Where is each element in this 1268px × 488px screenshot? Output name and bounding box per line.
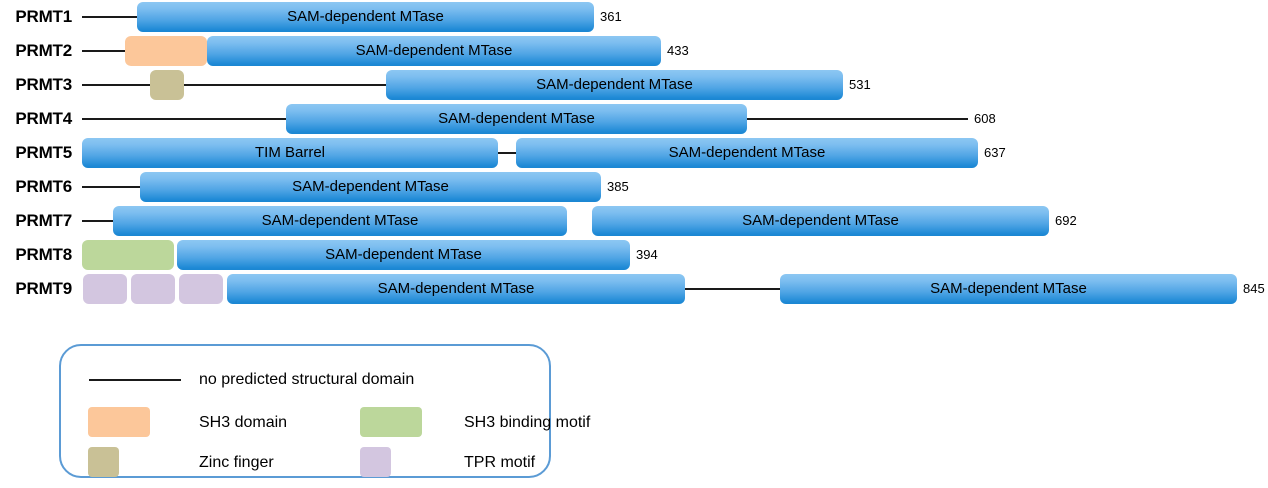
domain-block-label: SAM-dependent MTase — [668, 144, 826, 161]
legend-swatch-sh3-domain — [88, 407, 150, 437]
domain-block-tpr-motif — [83, 274, 127, 304]
backbone-line — [82, 50, 127, 52]
domain-block-label: SAM-dependent MTase — [536, 76, 693, 93]
domain-block-sam-dependent-mtase: SAM-dependent MTase — [227, 274, 685, 304]
protein-length-label: 608 — [974, 111, 996, 126]
legend-label-sh3-binding-motif: SH3 binding motif — [464, 414, 591, 431]
domain-block-label: TIM Barrel — [254, 144, 325, 161]
protein-name-label: PRMT2 — [15, 41, 72, 60]
backbone-line — [82, 186, 142, 188]
legend-label-zinc-finger: Zinc finger — [199, 454, 274, 471]
domain-block-sh3-binding-motif — [82, 240, 174, 270]
protein-name-label: PRMT4 — [15, 109, 72, 128]
protein-row-prmt2: PRMT2 SAM-dependent MTase 433 — [0, 34, 1268, 68]
backbone-line — [683, 288, 782, 290]
legend-box: no predicted structural domain SH3 domai… — [59, 344, 590, 478]
protein-row-prmt4: PRMT4 SAM-dependent MTase 608 — [0, 102, 1268, 136]
protein-length-label: 433 — [667, 43, 689, 58]
protein-row-prmt6: PRMT6 SAM-dependent MTase 385 — [0, 170, 1268, 204]
protein-row-prmt5: PRMT5 TIM Barrel SAM-dependent MTase 637 — [0, 136, 1268, 170]
domain-block-label: SAM-dependent MTase — [325, 246, 482, 263]
legend-swatch-zinc-finger — [88, 447, 119, 477]
backbone-line — [490, 152, 524, 154]
protein-name-label: PRMT5 — [15, 143, 72, 162]
domain-block-sam-dependent-mtase: SAM-dependent MTase — [780, 274, 1237, 304]
domain-block-tpr-motif — [131, 274, 175, 304]
domain-block-sam-dependent-mtase: SAM-dependent MTase — [137, 2, 594, 32]
protein-name-label: PRMT1 — [15, 7, 72, 26]
protein-row-prmt7: PRMT7 SAM-dependent MTase SAM-dependent MT… — [0, 204, 1268, 238]
protein-name-label: PRMT8 — [15, 245, 72, 264]
domain-block-label: SAM-dependent MTase — [377, 280, 535, 297]
domain-block-label: SAM-dependent MTase — [930, 280, 1087, 297]
protein-row-prmt3: PRMT3 SAM-dependent MTase 531 — [0, 68, 1268, 102]
legend-swatch-no-domain-line — [89, 379, 181, 381]
protein-name-label: PRMT7 — [15, 211, 72, 230]
protein-length-label: 692 — [1055, 213, 1077, 228]
protein-length-label: 531 — [849, 77, 871, 92]
domain-block-sam-dependent-mtase: SAM-dependent MTase — [386, 70, 843, 100]
domain-block-zinc-finger — [150, 70, 184, 100]
protein-length-label: 845 — [1243, 281, 1265, 296]
protein-name-label: PRMT3 — [15, 75, 72, 94]
legend-label-no-domain: no predicted structural domain — [199, 371, 415, 388]
domain-block-sh3-domain — [125, 36, 207, 66]
backbone-line — [82, 16, 138, 18]
protein-row-prmt9: PRMT9 SAM-dependent MTase SAM-dependent MT… — [0, 272, 1268, 306]
domain-block-tim-barrel: TIM Barrel — [82, 138, 498, 168]
protein-name-label: PRMT9 — [15, 279, 72, 298]
domain-block-sam-dependent-mtase: SAM-dependent MTase — [286, 104, 747, 134]
protein-length-label: 385 — [607, 179, 629, 194]
backbone-line — [82, 220, 118, 222]
domain-block-sam-dependent-mtase: SAM-dependent MTase — [592, 206, 1049, 236]
domain-block-label: SAM-dependent MTase — [438, 110, 595, 127]
domain-block-tpr-motif — [179, 274, 223, 304]
domain-block-sam-dependent-mtase: SAM-dependent MTase — [516, 138, 978, 168]
domain-block-sam-dependent-mtase: SAM-dependent MTase — [113, 206, 567, 236]
protein-length-label: 637 — [984, 145, 1006, 160]
domain-block-label: SAM-dependent MTase — [742, 212, 899, 229]
domain-block-label: SAM-dependent MTase — [287, 8, 444, 25]
protein-row-prmt1: PRMT1 SAM-dependent MTase 361 — [0, 0, 1268, 34]
domain-block-label: SAM-dependent MTase — [292, 178, 449, 195]
backbone-line — [82, 84, 386, 86]
domain-block-label: SAM-dependent MTase — [355, 42, 513, 59]
domain-block-sam-dependent-mtase: SAM-dependent MTase — [207, 36, 661, 66]
protein-row-prmt8: PRMT8 SAM-dependent MTase 394 — [0, 238, 1268, 272]
legend-label-sh3-domain: SH3 domain — [199, 414, 288, 431]
legend-swatch-tpr-motif — [360, 447, 391, 477]
legend-label-tpr-motif: TPR motif — [464, 454, 536, 471]
legend-swatch-sh3-binding-motif — [360, 407, 422, 437]
domain-block-label: SAM-dependent MTase — [261, 212, 419, 229]
protein-length-label: 394 — [636, 247, 658, 262]
domain-block-sam-dependent-mtase: SAM-dependent MTase — [177, 240, 630, 270]
protein-name-label: PRMT6 — [15, 177, 72, 196]
domain-block-sam-dependent-mtase: SAM-dependent MTase — [140, 172, 601, 202]
protein-length-label: 361 — [600, 9, 622, 24]
